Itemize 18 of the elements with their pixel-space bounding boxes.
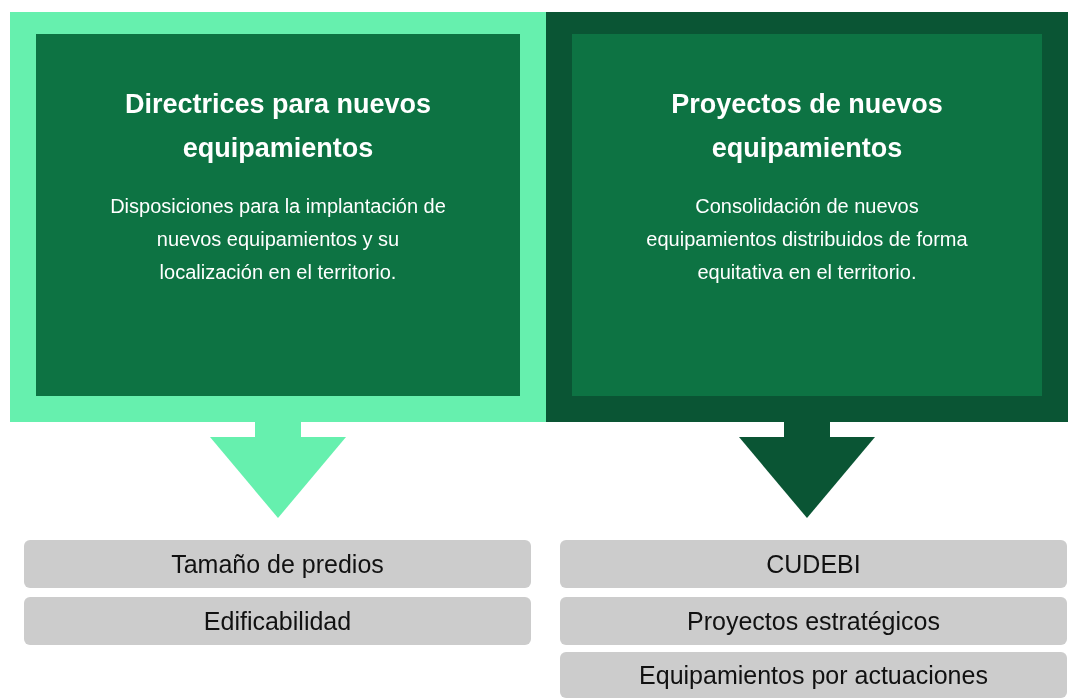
panel-description: Disposiciones para la implantación de nuevos equipamientos y su localización en el territorio. <box>109 194 447 285</box>
item-label: Equipamientos por actuaciones <box>639 660 988 690</box>
item-bar <box>560 597 1067 645</box>
item-bar <box>24 540 531 588</box>
item-bar <box>24 597 531 645</box>
item-label: Tamaño de predios <box>171 549 384 579</box>
panel <box>546 12 1068 422</box>
item-label: CUDEBI <box>766 549 861 579</box>
item-bar <box>560 652 1067 698</box>
item-bar <box>560 540 1067 588</box>
panel-heading: Directrices para nuevos equipamientos <box>123 88 433 165</box>
panel-description: Consolidación de nuevos equipamientos distribuidos de forma equitativa en el territorio. <box>645 194 969 285</box>
panel-heading: Proyectos de nuevos equipamientos <box>670 88 944 165</box>
arrow <box>739 422 875 518</box>
item-label: Edificabilidad <box>203 606 352 636</box>
panel <box>10 12 546 422</box>
item-label: Proyectos estratégicos <box>687 606 940 636</box>
arrow <box>210 422 346 518</box>
